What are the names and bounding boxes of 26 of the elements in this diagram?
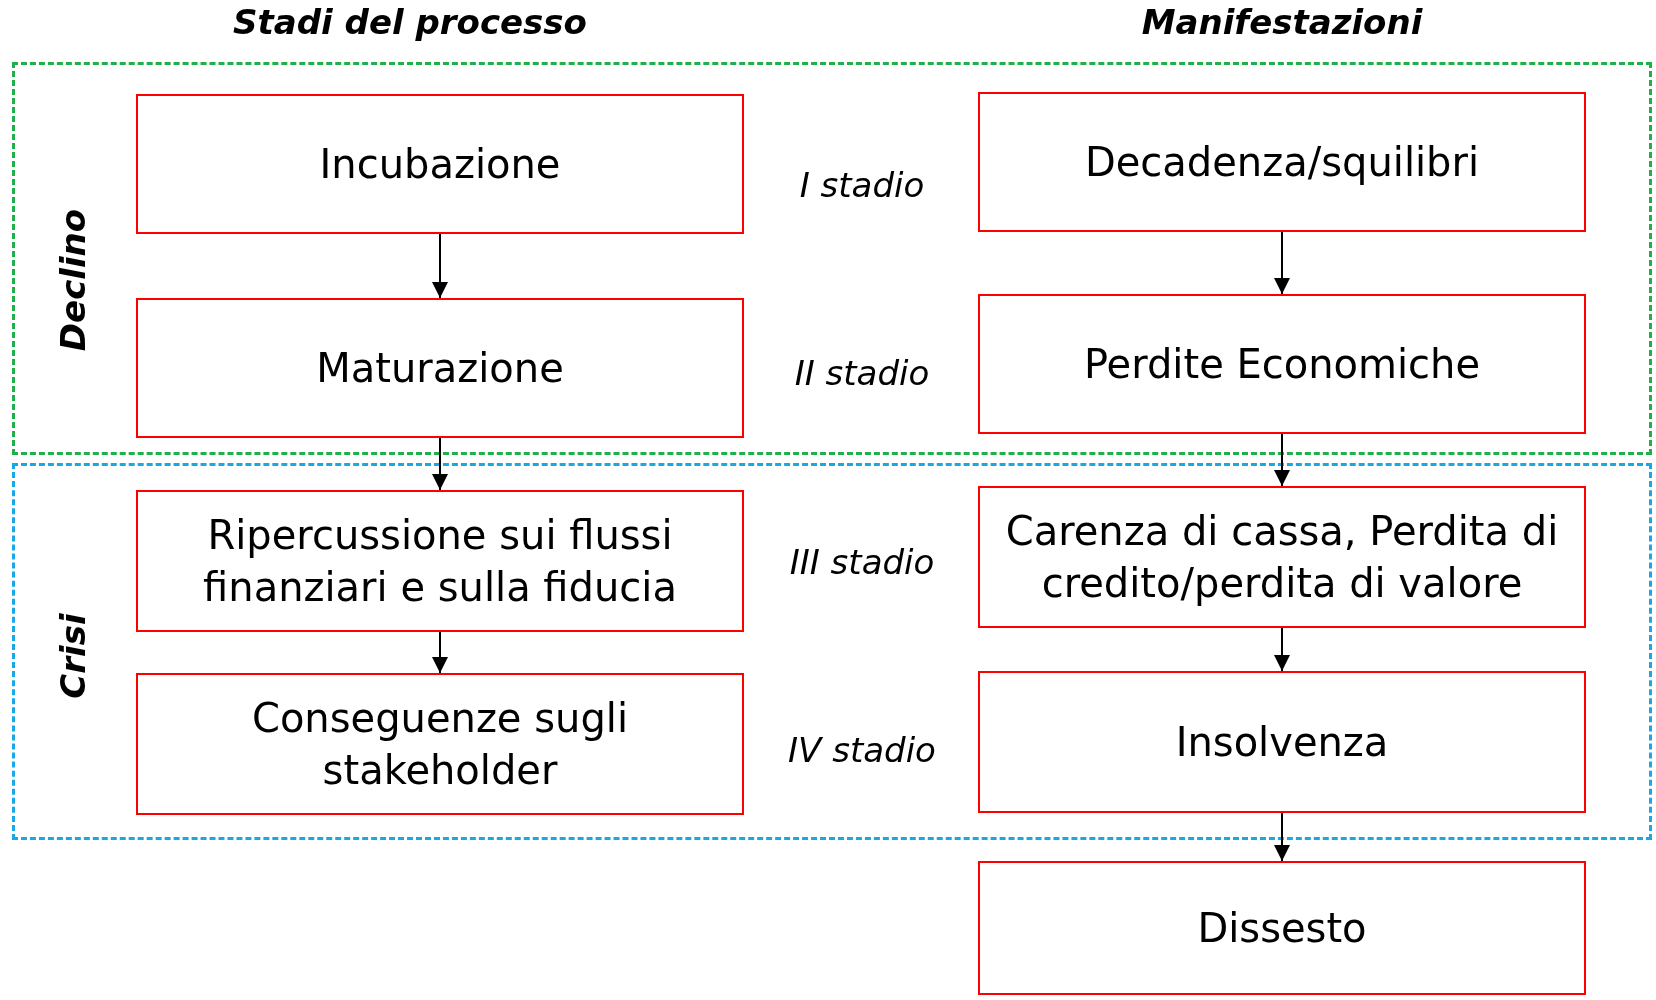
arrow <box>432 631 448 674</box>
arrow <box>1274 231 1290 295</box>
process-box: Conseguenze sugli stakeholder <box>136 673 744 815</box>
arrow <box>1274 433 1290 487</box>
process-box: Carenza di cassa, Perdita di credito/perdita di valore <box>978 486 1586 628</box>
stage-label: IV stadio <box>788 730 936 770</box>
process-box: Ripercussione sui flussi finanziari e sulla fiducia <box>136 490 744 632</box>
dashed-region <box>12 62 1652 455</box>
column-heading: Stadi del processo <box>233 2 587 42</box>
group-title: Declino <box>53 208 93 352</box>
process-box: Incubazione <box>136 94 744 234</box>
stage-label: I stadio <box>799 165 925 205</box>
arrow <box>1274 812 1290 862</box>
group-title: Crisi <box>53 613 93 699</box>
process-box: Dissesto <box>978 861 1586 995</box>
process-box: Insolvenza <box>978 671 1586 813</box>
process-box: Maturazione <box>136 298 744 438</box>
process-box: Perdite Economiche <box>978 294 1586 434</box>
arrow <box>432 233 448 299</box>
arrow <box>432 437 448 491</box>
dashed-region <box>12 463 1652 840</box>
stage-label: III stadio <box>789 542 935 582</box>
column-heading: Manifestazioni <box>1141 2 1423 42</box>
arrow <box>1274 627 1290 672</box>
stage-label: II stadio <box>794 353 930 393</box>
process-box: Decadenza/squilibri <box>978 92 1586 232</box>
